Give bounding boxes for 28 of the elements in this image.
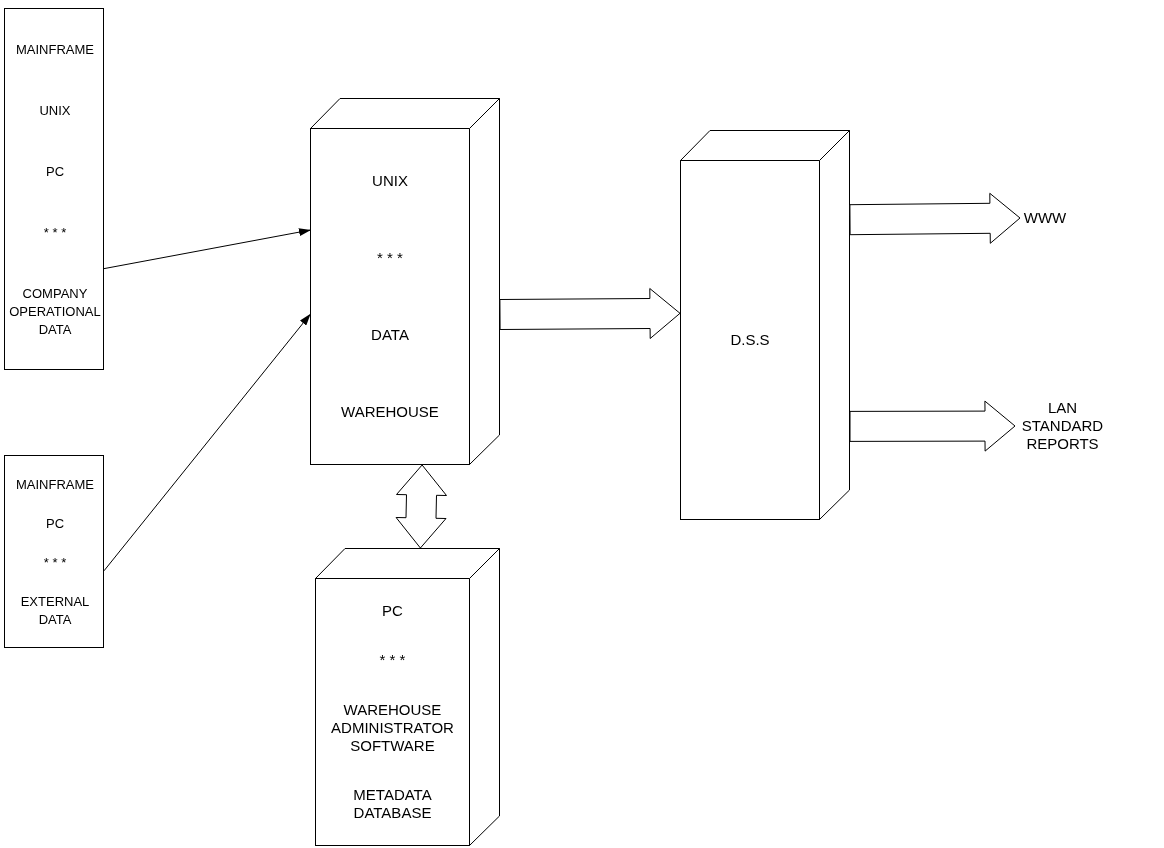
node-text: PC (45, 162, 65, 181)
block-arrow (499, 288, 681, 339)
node-text: METADATA DATABASE (352, 786, 433, 823)
node-text: EXTERNAL DATA (19, 592, 91, 629)
data-source-box (4, 455, 104, 648)
node-text: DATA (371, 326, 409, 345)
block-arrow (849, 400, 1016, 452)
node-text: WAREHOUSE ADMINISTRATOR SOFTWARE (330, 700, 455, 755)
node-text: PC (382, 601, 403, 620)
node-text: MAINFRAME (16, 40, 94, 59)
node-text: * * * (379, 651, 406, 670)
node-text: * * * (43, 224, 67, 243)
arrow (103, 228, 311, 270)
node-text: * * * (43, 553, 67, 572)
node-text: PC (45, 515, 65, 534)
node-text: UNIX (372, 171, 408, 190)
node-text: WAREHOUSE (341, 403, 439, 422)
block-arrow (849, 192, 1021, 244)
node-text: MAINFRAME (16, 476, 94, 495)
node-text: * * * (377, 248, 403, 267)
node-text: UNIX (39, 101, 71, 120)
node-text: D.S.S (730, 331, 770, 349)
arrow (103, 313, 311, 572)
node-text: COMPANY OPERATIONAL DATA (9, 285, 101, 340)
data-source-box (4, 8, 104, 370)
node-text: LAN STANDARD REPORTS (1020, 399, 1105, 453)
node-text: WWW (1023, 209, 1067, 227)
block-arrow (395, 464, 447, 549)
